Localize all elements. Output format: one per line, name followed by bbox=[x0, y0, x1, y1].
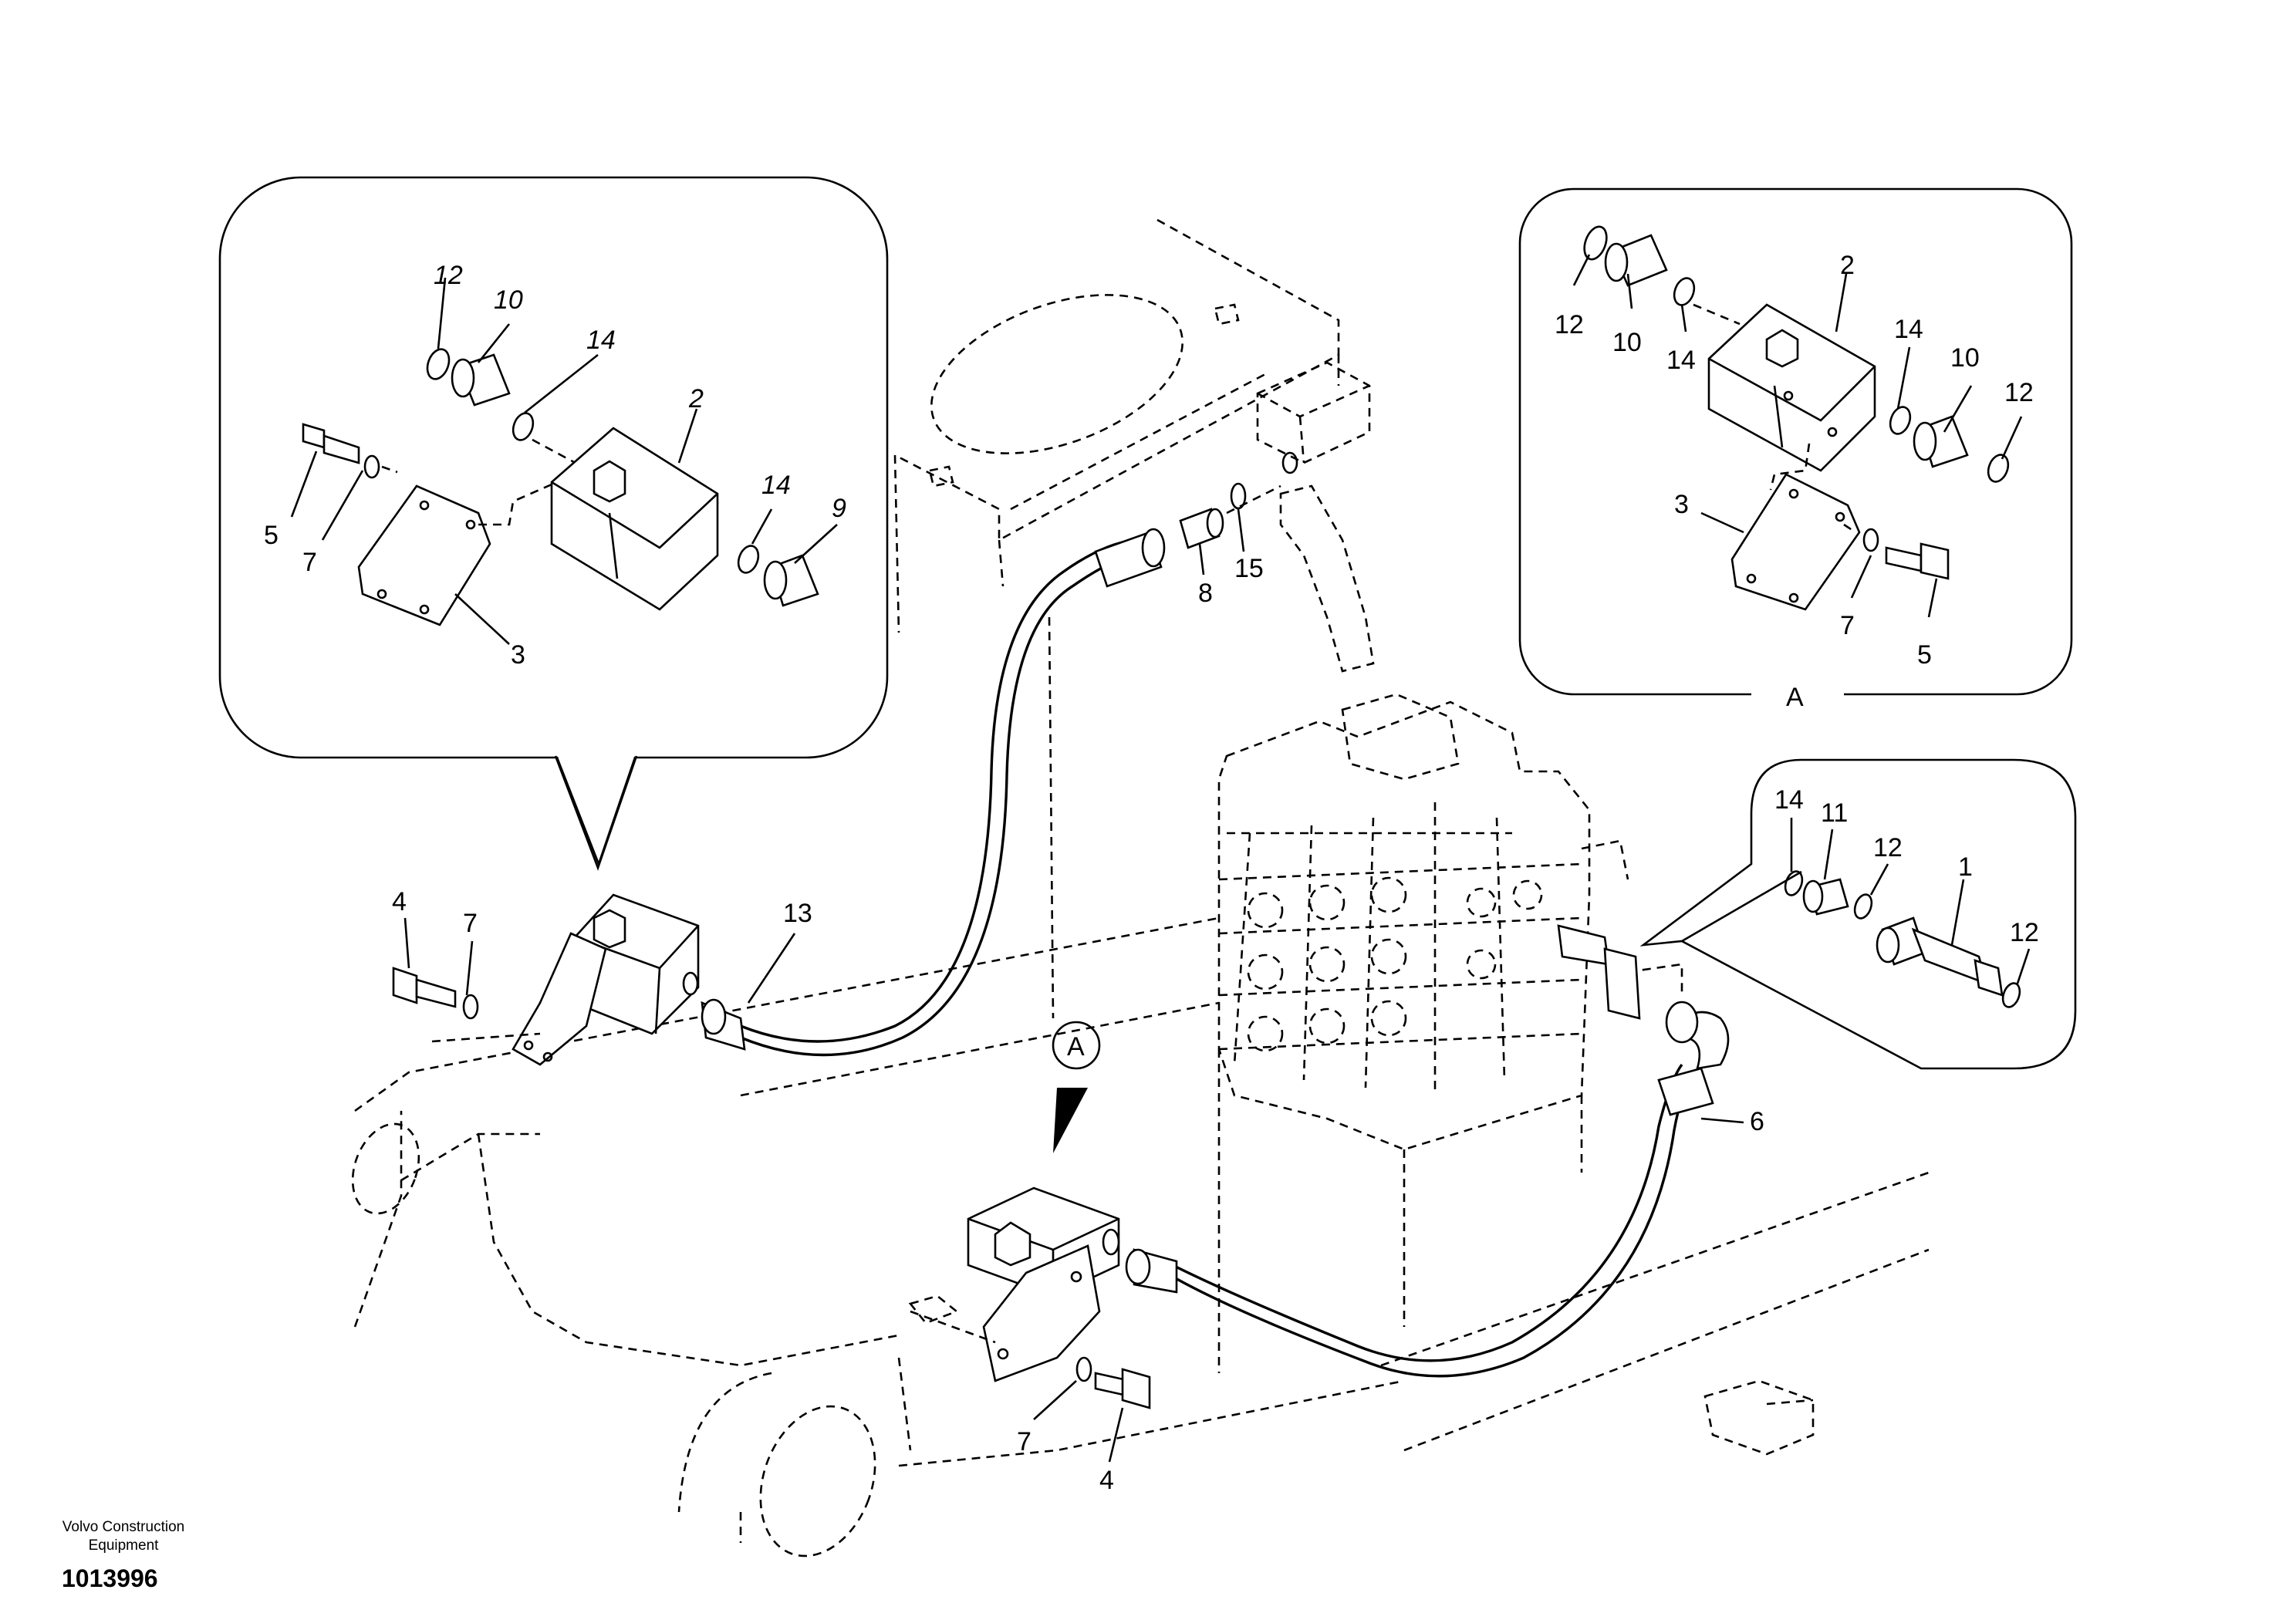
connector-valve-right bbox=[1557, 924, 1641, 1020]
callout-10: 10 bbox=[1950, 343, 1980, 373]
callout-14: 14 bbox=[761, 471, 791, 500]
inset-right-callouts: 12 10 14 2 14 10 12 3 7 5 A bbox=[1555, 251, 2034, 712]
inset-left-leaders bbox=[290, 277, 838, 645]
callout-12: 12 bbox=[1873, 833, 1903, 862]
callout-3: 3 bbox=[511, 640, 525, 670]
callout-10: 10 bbox=[1612, 328, 1642, 357]
bolt-4-main bbox=[392, 967, 457, 1008]
callout-12: 12 bbox=[434, 261, 463, 290]
callout-3: 3 bbox=[1674, 490, 1689, 519]
callout-14: 14 bbox=[586, 326, 616, 355]
washer-7-main bbox=[462, 994, 479, 1020]
document-number: 1013996 bbox=[62, 1564, 158, 1592]
callout-6: 6 bbox=[1750, 1107, 1764, 1136]
main-leaders bbox=[403, 508, 1744, 1463]
callout-15: 15 bbox=[1234, 554, 1264, 583]
callout-5: 5 bbox=[264, 521, 279, 550]
hose-13-end-fitting bbox=[701, 998, 746, 1051]
inset-small-leaders bbox=[1790, 818, 2031, 984]
machine-outline bbox=[351, 218, 1930, 1558]
callout-10: 10 bbox=[494, 285, 523, 315]
callout-4: 4 bbox=[1099, 1466, 1114, 1495]
callout-12: 12 bbox=[2010, 918, 2039, 947]
block-a-assembly bbox=[910, 1186, 1120, 1382]
hose-6-end-fitting bbox=[1125, 1248, 1178, 1294]
hose-13-top-fitting bbox=[1094, 528, 1166, 588]
brand-line-2: Equipment bbox=[88, 1537, 159, 1554]
callout-2: 2 bbox=[688, 384, 704, 413]
callout-5: 5 bbox=[1917, 640, 1932, 670]
inset-left-parts bbox=[302, 348, 819, 626]
callout-7: 7 bbox=[302, 548, 317, 577]
main-callouts: 8 15 4 7 13 6 7 4 bbox=[392, 554, 1764, 1495]
callout-13: 13 bbox=[783, 899, 812, 928]
adapter-8 bbox=[1179, 508, 1224, 549]
callout-4: 4 bbox=[392, 887, 407, 916]
callout-8: 8 bbox=[1198, 579, 1213, 608]
callout-12: 12 bbox=[2004, 378, 2034, 407]
view-a-marker-circle bbox=[1052, 1021, 1101, 1070]
inset-small-parts bbox=[1784, 870, 2021, 1008]
view-a-marker-label: A bbox=[1067, 1032, 1085, 1061]
callout-7: 7 bbox=[1840, 611, 1855, 640]
hose-6 bbox=[1172, 1001, 1730, 1378]
inset-left-frame bbox=[218, 176, 889, 759]
o-ring-15 bbox=[1230, 482, 1247, 510]
inset-small-frame bbox=[1639, 758, 2077, 1070]
callout-7: 7 bbox=[1017, 1427, 1032, 1456]
brand-line-1: Volvo Construction bbox=[62, 1519, 185, 1535]
callout-7: 7 bbox=[463, 909, 478, 938]
callout-14: 14 bbox=[1774, 785, 1804, 815]
callout-12: 12 bbox=[1555, 310, 1584, 339]
brand-label: Volvo Construction Equipment bbox=[46, 1518, 201, 1555]
callout-1: 1 bbox=[1958, 852, 1973, 882]
inset-right-view-label: A bbox=[1786, 683, 1804, 712]
block-upper-left bbox=[431, 893, 700, 1066]
callout-9: 9 bbox=[832, 494, 846, 523]
inset-left-callouts: 12 10 14 2 14 9 5 7 3 bbox=[264, 261, 846, 670]
washer-7-lower bbox=[1075, 1356, 1092, 1382]
callout-14: 14 bbox=[1666, 346, 1696, 375]
callout-11: 11 bbox=[1821, 798, 1848, 828]
inset-right-parts bbox=[1583, 225, 2010, 611]
callout-2: 2 bbox=[1840, 251, 1855, 280]
view-a-arrow bbox=[1053, 1088, 1088, 1153]
hose-13 bbox=[740, 538, 1143, 1057]
inset-right-leaders bbox=[1572, 254, 2023, 618]
bolt-4-lower bbox=[1094, 1368, 1151, 1409]
inset-small-callouts: 14 11 12 1 12 bbox=[1774, 785, 2039, 947]
callout-14: 14 bbox=[1894, 315, 1923, 344]
